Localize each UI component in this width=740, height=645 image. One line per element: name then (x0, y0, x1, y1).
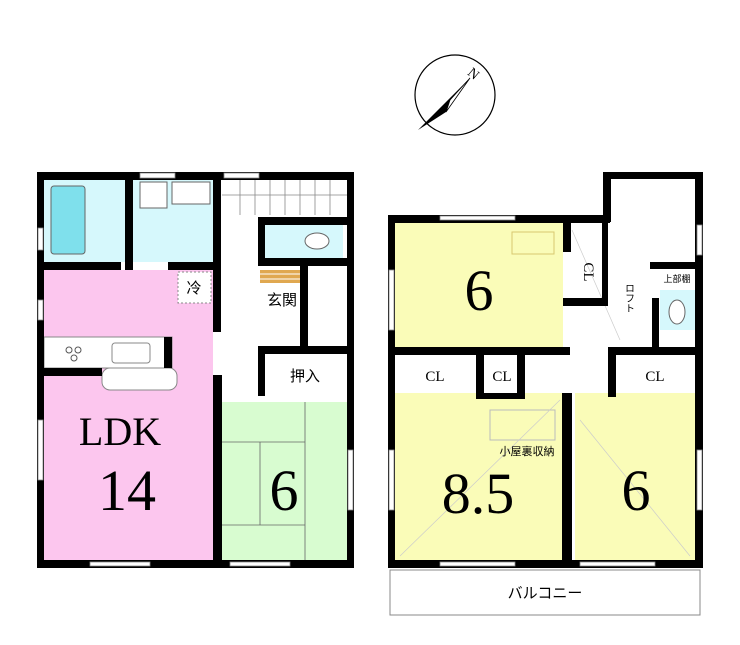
floor-2: 8.5 6 6 小屋裏収納 CL ロフト 上部棚 CL CL CL バルコニー (388, 172, 703, 616)
fridge-space (177, 271, 212, 304)
washitsu-room (222, 402, 347, 560)
toilet-icon-2f (668, 299, 686, 325)
stove-icon (65, 346, 82, 362)
loft-label: ロフト (623, 283, 634, 313)
washitsu-size: 6 (270, 458, 299, 523)
ldk-size: 14 (98, 458, 156, 523)
bedroom-southwest (395, 393, 562, 561)
ldk-room (44, 270, 213, 560)
closet-label-2: CL (492, 369, 511, 385)
floor-2-stair-area (607, 172, 703, 222)
bedroom-north-size: 6 (465, 258, 494, 323)
attic-storage-label: 小屋裏収納 (500, 444, 555, 458)
toilet-room (265, 225, 343, 258)
north-arrow-highlight (445, 77, 471, 113)
entrance-label-1: 玄関 (267, 292, 297, 309)
ldk-label: LDK (79, 409, 161, 454)
floor-2-windows (388, 215, 703, 567)
attic-storage-outline (489, 409, 556, 441)
entrance-step-lines (260, 273, 300, 280)
fridge-label: 冷 (186, 280, 201, 297)
floor-1-walls (37, 172, 354, 568)
closet-vertical-label: CL (580, 262, 596, 281)
bedroom-north (395, 222, 563, 347)
bedroom-southeast (575, 393, 695, 561)
compass: N (414, 54, 496, 136)
stairs-icon (222, 180, 347, 215)
bathtub-icon (50, 185, 86, 255)
toilet-icon (304, 232, 330, 250)
bedroom-southwest-size: 8.5 (442, 461, 515, 526)
washing-machine-icon (139, 181, 168, 209)
sink-icon (171, 181, 211, 205)
balcony-label: バルコニー (508, 586, 583, 602)
oshiire-closet (265, 355, 347, 393)
attic-ladder-icon (511, 231, 555, 255)
balcony (389, 569, 701, 616)
kitchen-sink-icon (111, 342, 151, 364)
oshiire-label: 押入 (290, 368, 320, 385)
tatami-lines (222, 402, 306, 560)
north-arrow-icon (418, 78, 470, 130)
closet-label-1: CL (425, 369, 444, 385)
closet-label-3: CL (645, 369, 664, 385)
entrance-step (260, 270, 300, 283)
kitchen-counter (43, 336, 173, 369)
floor-1-windows (37, 172, 354, 567)
loft-diagonals (399, 229, 691, 557)
kitchen-island (101, 367, 178, 391)
bedroom-southeast-size: 6 (622, 458, 651, 523)
floor-1: 冷 玄関 押入 LDK 14 6 (37, 172, 354, 568)
upper-shelf-label: 上部棚 (663, 273, 690, 284)
